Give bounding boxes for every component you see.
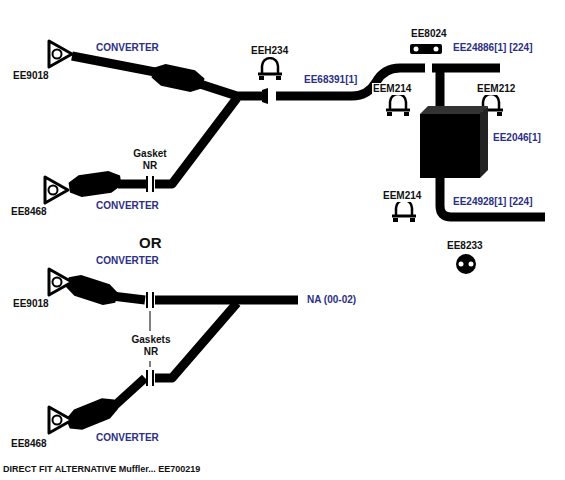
muffler-body xyxy=(420,114,480,178)
part-label: CONVERTER xyxy=(95,42,160,54)
hanger xyxy=(410,44,442,54)
part-label: NA (00-02) xyxy=(306,294,357,306)
pipe xyxy=(155,296,298,305)
pipe xyxy=(118,180,146,189)
alternative-marker: OR xyxy=(138,234,163,251)
clamp xyxy=(392,200,416,222)
part-label: EE24928[1] [224] xyxy=(452,196,534,208)
pipe xyxy=(436,68,445,110)
pipe xyxy=(440,176,545,217)
part-label: CONVERTER xyxy=(95,255,160,267)
hanger xyxy=(456,254,476,274)
hanger xyxy=(410,44,442,54)
flange-gasket xyxy=(45,177,68,203)
pipes xyxy=(72,56,545,408)
flange-gasket xyxy=(49,41,72,67)
part-label: EE9018 xyxy=(12,70,50,82)
caption: DIRECT FIT ALTERNATIVE Muffler... EE7002… xyxy=(3,464,200,474)
pipe xyxy=(72,56,155,72)
hanger-hole xyxy=(459,262,464,267)
hanger-hole xyxy=(434,47,439,52)
hanger-hole xyxy=(469,262,474,267)
pipe xyxy=(276,68,425,96)
catalytic-converter xyxy=(68,169,123,198)
catalytic-converter xyxy=(64,272,120,309)
part-label: EEM214 xyxy=(372,83,412,95)
hanger xyxy=(456,254,476,274)
part-label: CONVERTER xyxy=(95,200,160,212)
part-label: CONVERTER xyxy=(95,432,160,444)
part-label: EE9018 xyxy=(12,298,50,310)
part-label: EEM212 xyxy=(476,83,516,95)
muffler xyxy=(420,106,488,178)
part-label: EE8468 xyxy=(10,438,48,450)
catalytic-converter xyxy=(64,394,120,434)
hanger-hole xyxy=(414,47,419,52)
muffler-side xyxy=(480,106,488,178)
clamp xyxy=(258,58,282,80)
part-label: EEM214 xyxy=(382,190,422,202)
gasket xyxy=(146,370,154,386)
part-label: Gasket NR xyxy=(128,148,172,172)
part-label: EE8024 xyxy=(410,28,448,40)
part-label: EEH234 xyxy=(250,45,289,57)
pipe xyxy=(112,378,145,408)
clamp xyxy=(386,94,410,116)
gasket xyxy=(146,176,154,192)
pipe-end xyxy=(262,88,268,104)
flange-gasket xyxy=(49,407,72,433)
part-label: EE68391[1] xyxy=(303,74,358,86)
part-label: EE8468 xyxy=(10,206,48,218)
part-label: EE8233 xyxy=(446,240,484,252)
part-label: Gaskets NR xyxy=(126,334,176,358)
pipe xyxy=(200,84,264,96)
flange-gasket xyxy=(49,269,72,295)
catalytic-converter xyxy=(150,62,205,94)
part-label: EE24886[1] [224] xyxy=(452,42,534,54)
gasket xyxy=(146,292,154,308)
muffler-top xyxy=(420,106,488,114)
part-label: EE2046[1] xyxy=(492,132,542,144)
